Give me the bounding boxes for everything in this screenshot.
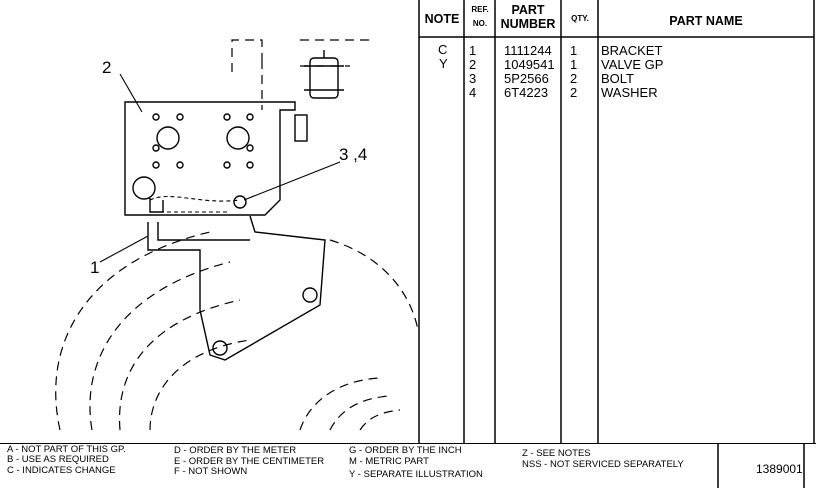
header-note: NOTE (424, 12, 460, 26)
row-4-part-number: 6T4223 (504, 85, 549, 100)
document-number: 1389001 (756, 462, 803, 476)
parts-table: NOTE REF. NO. PART NUMBER QTY. PART NAME… (418, 0, 816, 443)
header-part-line1: PART (511, 3, 545, 17)
leader-lines (99, 73, 341, 263)
header-ref-line2: NO. (472, 19, 488, 28)
row-4-qty: 2 (570, 85, 578, 100)
row-2-part-name: VALVE GP (601, 57, 664, 72)
legend-a: A - NOT PART OF THIS GP. (7, 444, 126, 455)
row-1-part-number: 1111244 (504, 43, 552, 58)
row-2-qty: 1 (570, 57, 578, 72)
table-grid (418, 0, 815, 443)
header-qty: QTY. (571, 14, 589, 23)
row-1-part-name: BRACKET (601, 43, 663, 58)
row-3-ref: 3 (469, 71, 477, 86)
legend-d: D - ORDER BY THE METER (174, 445, 297, 456)
row-3-part-name: BOLT (601, 71, 634, 86)
legend-e: E - ORDER BY THE CENTIMETER (174, 456, 325, 467)
background-housing-lines (55, 39, 419, 431)
row-2-part-number: 1049541 (504, 57, 555, 72)
callout-1: 1 (90, 258, 100, 277)
bracket (147, 215, 326, 361)
callout-2: 2 (102, 58, 112, 77)
row-4-part-name: WASHER (601, 85, 658, 100)
header-ref-line1: REF. (471, 5, 489, 14)
legend-footer (0, 443, 816, 488)
row-3-qty: 2 (570, 71, 578, 86)
fitting-shape (304, 50, 344, 99)
legend-nss: NSS - NOT SERVICED SEPARATELY (522, 459, 684, 470)
header-part-line2: NUMBER (500, 17, 556, 31)
footer-dividers (717, 444, 805, 488)
legend-c: C - INDICATES CHANGE (7, 465, 116, 476)
header-part-name: PART NAME (669, 14, 743, 28)
row-2-ref: 2 (469, 57, 477, 72)
legend-z: Z - SEE NOTES (522, 448, 591, 459)
row-1-ref: 1 (469, 43, 477, 58)
legend-f: F - NOT SHOWN (174, 466, 248, 477)
legend-b: B - USE AS REQUIRED (7, 454, 109, 465)
row-2-note: Y (439, 56, 448, 71)
illustration-svg (55, 39, 419, 431)
row-4-ref: 4 (469, 85, 477, 100)
valve-block (124, 101, 308, 216)
legend-y: Y - SEPARATE ILLUSTRATION (349, 469, 483, 480)
bolt-hidden-lines (149, 195, 241, 213)
exploded-view-drawing: 2 1 3 ,4 (0, 0, 419, 443)
row-3-part-number: 5P2566 (504, 71, 549, 86)
row-1-qty: 1 (570, 43, 578, 58)
legend-m: M - METRIC PART (349, 456, 429, 467)
row-1-note: C (438, 42, 448, 57)
legend-g: G - ORDER BY THE INCH (349, 445, 462, 456)
callout-3-4: 3 ,4 (339, 145, 368, 164)
